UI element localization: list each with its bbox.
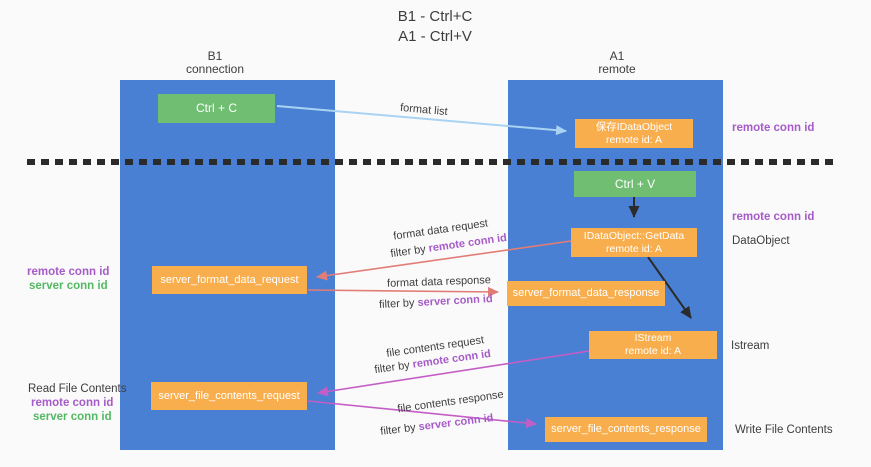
server-file-contents-response-label: server_file_contents_response bbox=[551, 423, 701, 435]
diagram-title-line1: B1 - Ctrl+C bbox=[397, 8, 473, 25]
format-data-response-arrow bbox=[307, 286, 499, 297]
server-file-contents-request-node: server_file_contents_request bbox=[151, 382, 307, 410]
saved-idataobject-title: 保存IDataObject bbox=[595, 120, 673, 133]
lifeline-a1-name: A1 bbox=[609, 49, 625, 63]
ctrl-v-node: Ctrl + V bbox=[574, 171, 696, 197]
saved-idataobject-remote-id: remote id: A bbox=[605, 133, 663, 146]
server-file-contents-request-label: server_file_contents_request bbox=[158, 389, 300, 402]
file-contents-request-arrow bbox=[317, 350, 590, 397]
dataobject-annotation: DataObject bbox=[732, 235, 790, 247]
lifeline-header-b1: B1 connection bbox=[155, 50, 275, 76]
getdata-to-istream-arrow bbox=[647, 256, 692, 319]
lifeline-a1-role: remote bbox=[598, 62, 636, 76]
getdata-title: IDataObject::GetData bbox=[583, 229, 685, 242]
server-format-data-request-node: server_format_data_request bbox=[152, 266, 307, 294]
server-format-data-response-node: server_format_data_response bbox=[507, 281, 665, 306]
left-mid-server-conn-id: server conn id bbox=[29, 280, 108, 292]
left-mid-remote-conn-id: remote conn id bbox=[27, 266, 110, 278]
left-bottom-server-conn-id: server conn id bbox=[33, 411, 112, 423]
istream-node: IStream remote id: A bbox=[589, 331, 717, 359]
left-bottom-remote-conn-id: remote conn id bbox=[31, 397, 114, 409]
istream-title: IStream bbox=[634, 332, 672, 344]
lifeline-header-a1: A1 remote bbox=[557, 50, 677, 76]
remote-conn-id-annotation-mid: remote conn id bbox=[732, 211, 815, 223]
file-contents-response-arrow bbox=[307, 400, 537, 428]
server-file-contents-response-node: server_file_contents_response bbox=[545, 417, 707, 442]
diagram-title-line2: A1 - Ctrl+V bbox=[398, 28, 472, 45]
server-format-data-response-label: server_format_data_response bbox=[512, 287, 660, 299]
istream-remote-id: remote id: A bbox=[624, 345, 682, 357]
server-format-data-request-label: server_format_data_request bbox=[160, 273, 299, 286]
idataobject-getdata-node: IDataObject::GetData remote id: A bbox=[571, 228, 697, 257]
diagram-title: B1 - Ctrl+C A1 - Ctrl+V bbox=[285, 7, 585, 47]
ctrl-v-label: Ctrl + V bbox=[614, 176, 656, 191]
ctrl-c-label: Ctrl + C bbox=[195, 101, 237, 115]
lifeline-b1-name: B1 bbox=[207, 49, 223, 63]
istream-annotation: Istream bbox=[731, 340, 770, 352]
getdata-remote-id: remote id: A bbox=[605, 242, 663, 255]
filter-by-text: filter by bbox=[378, 296, 418, 311]
write-file-contents-annotation: Write File Contents bbox=[735, 424, 833, 436]
remote-conn-id-annotation-top: remote conn id bbox=[732, 122, 815, 134]
lifeline-b1-role: connection bbox=[185, 62, 245, 76]
format-list-arrow bbox=[276, 105, 567, 136]
format-data-request-arrow bbox=[316, 240, 572, 281]
saved-idataobject-node: 保存IDataObject remote id: A bbox=[575, 119, 693, 148]
read-file-contents-annotation: Read File Contents bbox=[28, 383, 127, 395]
ctrl-c-node: Ctrl + C bbox=[158, 94, 275, 123]
